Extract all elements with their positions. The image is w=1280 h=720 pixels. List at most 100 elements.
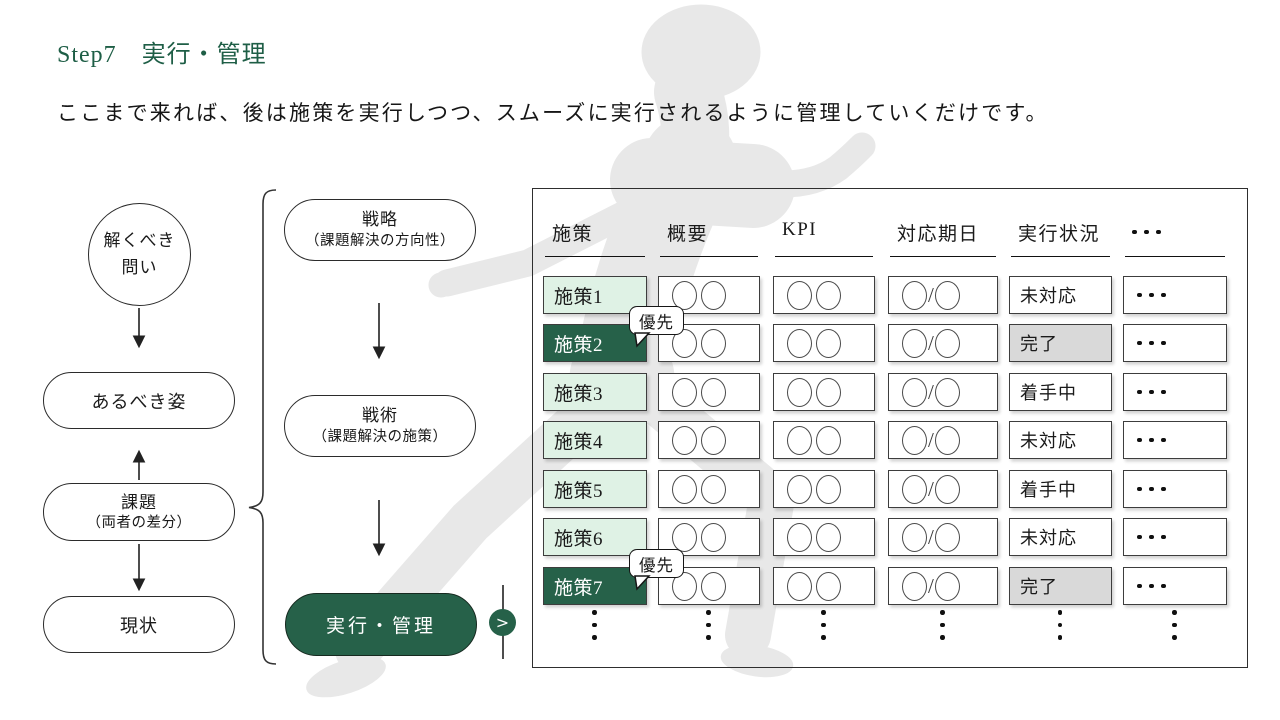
dot-icon <box>940 635 945 640</box>
circle-placeholder-icon <box>816 522 841 552</box>
cell-kpi-row7 <box>773 567 875 605</box>
circle-placeholder-icon <box>701 328 726 358</box>
priority-badge-row7: 優先 <box>629 549 684 591</box>
dot-icon <box>1144 229 1149 235</box>
dot-icon <box>706 610 711 615</box>
flow-node-tactics-line2: （課題解決の施策） <box>312 428 448 445</box>
circle-placeholder-icon <box>934 571 960 601</box>
column-header-5: 実行状況 <box>1018 224 1101 245</box>
dot-icon <box>1149 389 1154 395</box>
cell-due-row6: / <box>888 518 998 556</box>
circle-placeholder-icon <box>672 377 697 407</box>
cell-kpi-row6 <box>773 518 875 556</box>
circle-placeholder-icon <box>672 522 697 552</box>
continuation-ellipsis-col5 <box>1057 606 1062 644</box>
circle-placeholder-icon <box>902 377 927 407</box>
dot-icon <box>1161 534 1166 540</box>
page-title: Step7 実行・管理 <box>57 42 267 68</box>
dot-icon <box>1137 583 1142 589</box>
circle-placeholder-icon <box>902 522 927 552</box>
slash-glyph: / <box>928 476 934 501</box>
flow-node-strategy-line2: （課題解決の方向性） <box>305 232 455 249</box>
circle-placeholder-icon <box>672 328 697 358</box>
dot-icon <box>706 635 711 640</box>
cell-status-row1: 未対応 <box>1009 276 1112 314</box>
circle-placeholder-icon <box>701 571 726 601</box>
brace <box>248 189 277 665</box>
column-header-underline <box>660 256 758 257</box>
cell-status-row3: 着手中 <box>1009 373 1112 411</box>
dot-icon <box>1057 610 1062 615</box>
flow-node-question-line2: 問い <box>121 257 158 277</box>
cell-kpi-row1 <box>773 276 875 314</box>
cell-overview-row5 <box>658 470 760 508</box>
flow-node-issue-line1: 課題 <box>121 492 157 512</box>
flow-node-ideal-label: あるべき姿 <box>91 391 187 412</box>
circle-placeholder-icon <box>672 425 697 455</box>
slash-glyph: / <box>928 330 934 355</box>
dot-icon <box>821 635 826 640</box>
circle-placeholder-icon <box>816 280 841 310</box>
cell-status-row6: 未対応 <box>1009 518 1112 556</box>
circle-placeholder-icon <box>787 522 812 552</box>
slash-glyph: / <box>928 524 934 549</box>
dot-icon <box>1137 340 1142 346</box>
circle-placeholder-icon <box>701 377 726 407</box>
dot-icon <box>1137 534 1142 540</box>
dot-icon <box>1156 229 1161 235</box>
dot-icon <box>821 610 826 615</box>
cell-etc-row6 <box>1123 518 1227 556</box>
column-header-3: KPI <box>782 219 818 240</box>
dot-icon <box>1137 292 1142 298</box>
column-header-underline <box>775 256 873 257</box>
bubble-tail <box>634 332 651 348</box>
circle-placeholder-icon <box>672 474 697 504</box>
cell-etc-row7 <box>1123 567 1227 605</box>
circle-placeholder-icon <box>816 425 841 455</box>
cell-etc-row1 <box>1123 276 1227 314</box>
dot-icon <box>821 622 826 627</box>
cell-kpi-row2 <box>773 324 875 362</box>
dot-icon <box>1137 389 1142 395</box>
circle-placeholder-icon <box>934 474 960 504</box>
circle-placeholder-icon <box>701 280 726 310</box>
column-header-6 <box>1132 219 1161 245</box>
continuation-ellipsis-col4 <box>940 606 945 644</box>
dot-icon <box>1161 437 1166 443</box>
dot-icon <box>592 610 597 615</box>
cell-measure-name-row6: 施策6 <box>543 518 647 556</box>
cell-due-row4: / <box>888 421 998 459</box>
circle-placeholder-icon <box>934 377 960 407</box>
dot-icon <box>1172 610 1177 615</box>
dot-icon <box>592 622 597 627</box>
circle-placeholder-icon <box>902 474 927 504</box>
measures-table <box>532 188 1248 668</box>
flow-node-strategy: 戦略 （課題解決の方向性） <box>284 199 476 261</box>
circle-placeholder-icon <box>787 377 812 407</box>
flow-node-ideal: あるべき姿 <box>43 372 235 429</box>
circle-placeholder-icon <box>787 474 812 504</box>
slash-glyph: / <box>928 282 934 307</box>
cell-overview-row4 <box>658 421 760 459</box>
continuation-ellipsis-col6 <box>1172 606 1177 644</box>
circle-placeholder-icon <box>934 280 960 310</box>
cell-measure-name-row5: 施策5 <box>543 470 647 508</box>
slash-glyph: / <box>928 427 934 452</box>
circle-placeholder-icon <box>816 474 841 504</box>
column-header-4: 対応期日 <box>897 224 980 245</box>
flow-node-strategy-line1: 戦略 <box>362 209 398 229</box>
column-header-2: 概要 <box>667 224 709 245</box>
dot-icon <box>1149 437 1154 443</box>
column-header-underline <box>890 256 996 257</box>
circle-placeholder-icon <box>902 571 927 601</box>
dot-icon <box>592 635 597 640</box>
dot-icon <box>1149 583 1154 589</box>
chevron-icon: > <box>489 609 516 636</box>
flow-node-current: 現状 <box>43 596 235 653</box>
circle-placeholder-icon <box>902 280 927 310</box>
dot-icon <box>1149 292 1154 298</box>
cell-due-row7: / <box>888 567 998 605</box>
circle-placeholder-icon <box>816 377 841 407</box>
circle-placeholder-icon <box>902 425 927 455</box>
